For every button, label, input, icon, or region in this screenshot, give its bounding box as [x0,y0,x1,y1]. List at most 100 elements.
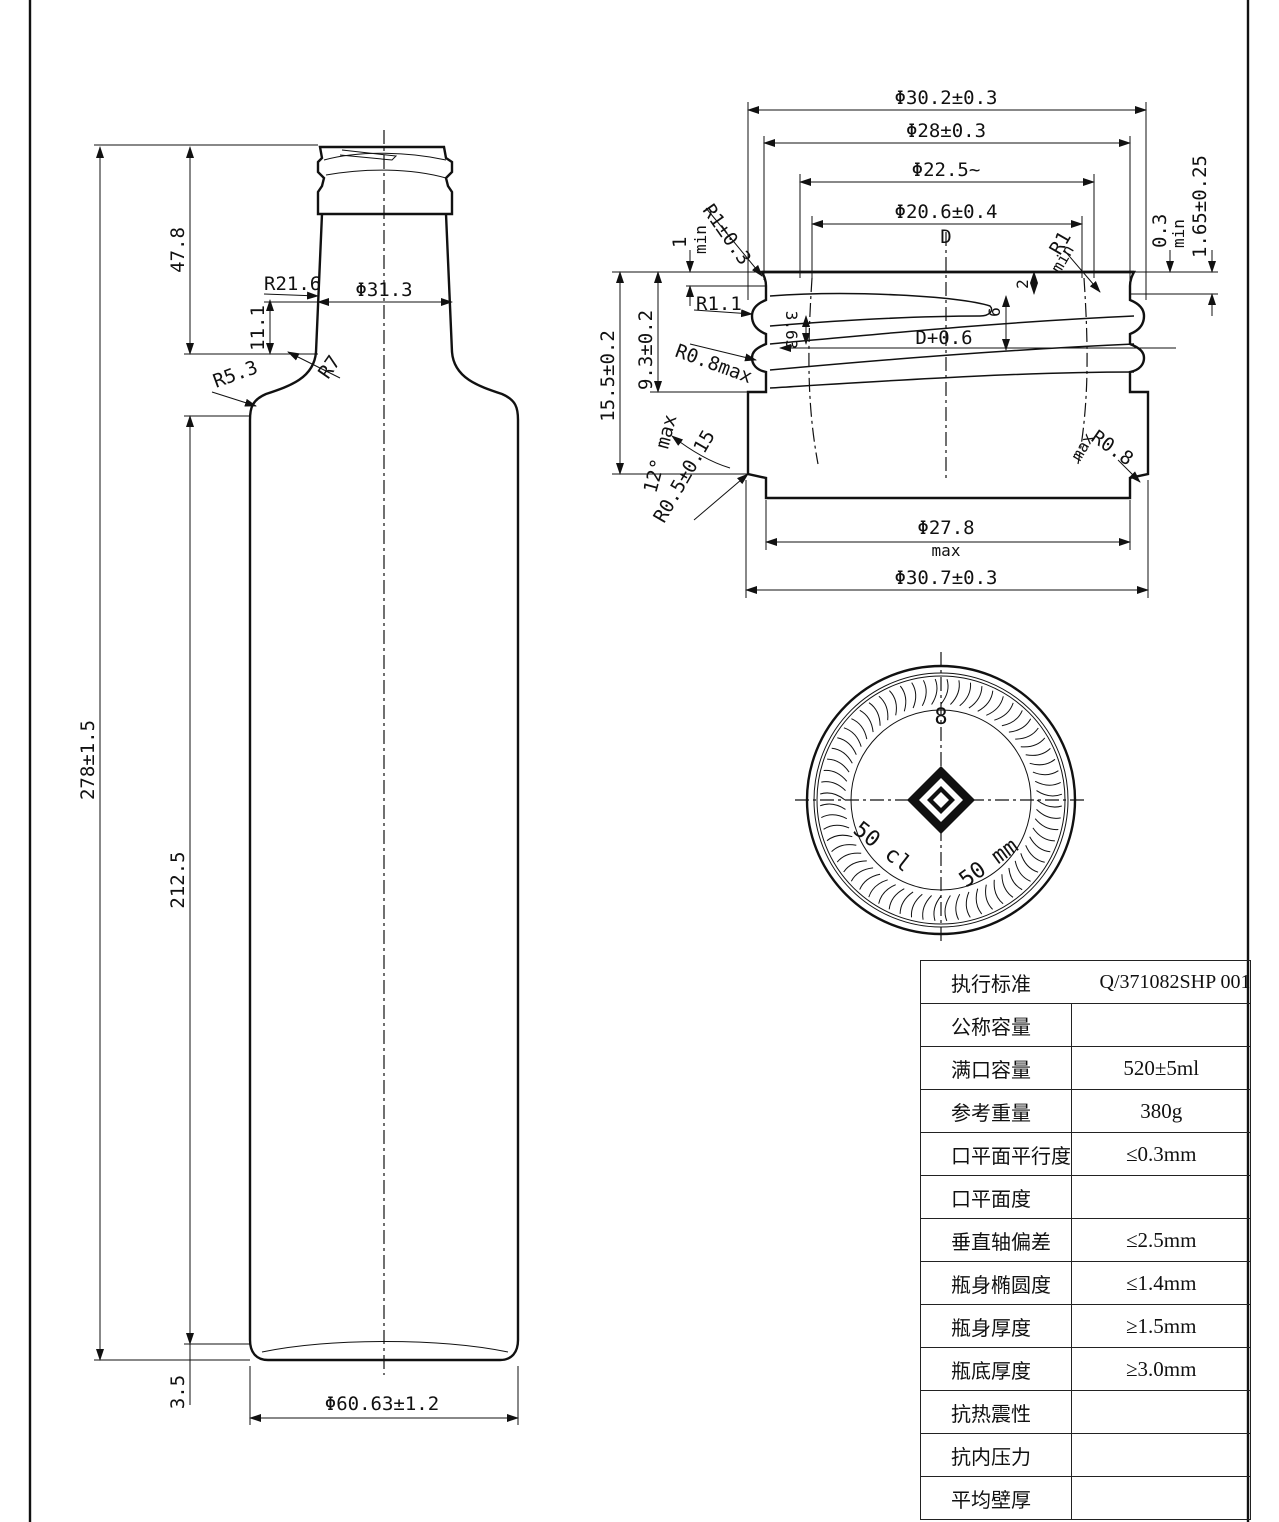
knurl-mark [851,718,868,740]
dim-transfer-diameter: Φ27.8 [917,517,974,539]
spec-row: 口平面平行度≤0.3mm [920,1132,1252,1176]
dim-radius-shoulder: R7 [314,351,345,382]
spec-row: 瓶身厚度≥1.5mm [920,1304,1252,1348]
knurl-mark [1008,718,1032,733]
dim-h-0-3: 0.3 [1149,214,1171,248]
knurl-mark [994,702,1014,721]
knurl-mark [819,803,846,810]
spec-label: 抗热震性 [920,1390,1072,1434]
knurl-mark [868,879,888,898]
spec-value: ≤1.4mm [1070,1261,1252,1305]
knurl-mark [823,824,850,830]
knurl-mark [823,769,848,782]
spec-row: 平均壁厚 [920,1476,1252,1520]
knurl-mark [1001,710,1023,727]
spec-row: 瓶身椭圆度≤1.4mm [920,1261,1252,1305]
dim-outer-bottom-diameter: Φ30.7±0.3 [895,567,998,589]
dim-transfer-note: max [932,541,961,560]
spec-value: ≥1.5mm [1070,1304,1252,1348]
knurl-mark [911,682,917,709]
knurl-mark [827,758,850,773]
spec-row: 抗热震性 [920,1390,1252,1434]
knurl-mark [1036,790,1063,797]
dim-radius-thread: R1.1 [696,293,742,315]
spec-value [1070,1175,1252,1219]
knurl-mark [1008,867,1023,891]
dim-h-2: 2 [1013,279,1032,289]
knurl-mark [1036,799,1062,808]
knurl-mark [837,737,857,755]
base-mark-right: 50 mm [955,834,1023,893]
spec-label: 平均壁厚 [920,1476,1072,1520]
spec-value: ≤0.3mm [1070,1132,1252,1176]
dim-h-0-3-note: min [1169,219,1188,248]
knurl-mark [826,834,853,842]
dim-h-1-65: 1.65±0.25 [1189,155,1211,258]
spec-label: 瓶身厚度 [920,1304,1072,1348]
spec-label: 公称容量 [920,1003,1072,1047]
spec-label: 执行标准 [920,960,1072,1004]
knurl-mark [965,891,971,918]
knurl-mark [922,895,932,920]
dim-body-height: 212.5 [167,851,189,908]
knurl-mark [950,680,960,705]
base-mark-top: 8 [934,705,947,730]
spec-value [1070,1003,1252,1047]
dim-h-6: 6 [985,307,1004,317]
dim-label-d-plus: D+0.6 [915,327,972,349]
knurl-mark [1014,860,1031,882]
knurl-mark [1032,827,1055,842]
spec-value: 520±5ml [1070,1046,1252,1090]
knurl-mark [831,747,853,764]
knurl-mark [933,895,942,921]
knurl-mark [843,727,862,747]
knurl-mark [859,709,874,733]
knurl-mark [975,888,983,915]
knurl-mark [1036,809,1061,819]
knurl-mark [977,690,994,712]
finish-dimension-lines [612,102,1218,598]
dim-shoulder-height: 11.1 [247,305,269,351]
spec-label: 抗内压力 [920,1433,1072,1477]
knurl-mark [843,860,867,873]
dim-outer-top-diameter: Φ30.2±0.3 [895,87,998,109]
spec-label: 参考重量 [920,1089,1072,1133]
spec-value: 380g [1070,1089,1252,1133]
dim-label-d: D [940,226,951,248]
bottle-outline [248,130,520,1375]
spec-label: 垂直轴偏差 [920,1218,1072,1262]
knurl-mark [1029,758,1056,766]
knurl-mark [899,685,907,712]
knurl-mark [1025,748,1051,756]
spec-label: 满口容量 [920,1046,1072,1090]
spec-row-standard: 执行标准 Q/371082SHP 001 [920,960,1252,1004]
knurl-mark [986,696,1004,716]
knurl-mark [1032,770,1059,776]
knurl-mark [1020,853,1039,873]
knurl-mark [889,690,897,716]
finish-outline [746,232,1150,500]
knurl-mark [899,891,914,914]
dim-h-1-min-note: min [691,225,710,254]
spec-value: ≥3.0mm [1070,1347,1252,1391]
knurl-mark [993,879,1004,905]
spec-label: 口平面平行度 [920,1132,1072,1176]
dim-h-15-5: 15.5±0.2 [597,330,619,422]
dim-inner-diameter: Φ22.5~ [912,159,981,181]
dim-radius-bead: R0.8max [672,340,755,388]
spec-value [1070,1476,1252,1520]
knurl-mark [1029,836,1051,853]
knurl-mark [1015,727,1039,740]
spec-value [1070,1433,1252,1477]
knurl-mark [968,686,983,709]
dim-h-3-63: 3.63 [782,311,801,350]
knurl-mark [831,844,857,852]
base-view: 8 50 cl 50 mm [795,652,1088,945]
dim-total-height: 278±1.5 [77,720,99,800]
spec-label: 瓶身椭圆度 [920,1261,1072,1305]
knurl-mark [859,873,881,890]
knurl-mark [921,680,927,707]
